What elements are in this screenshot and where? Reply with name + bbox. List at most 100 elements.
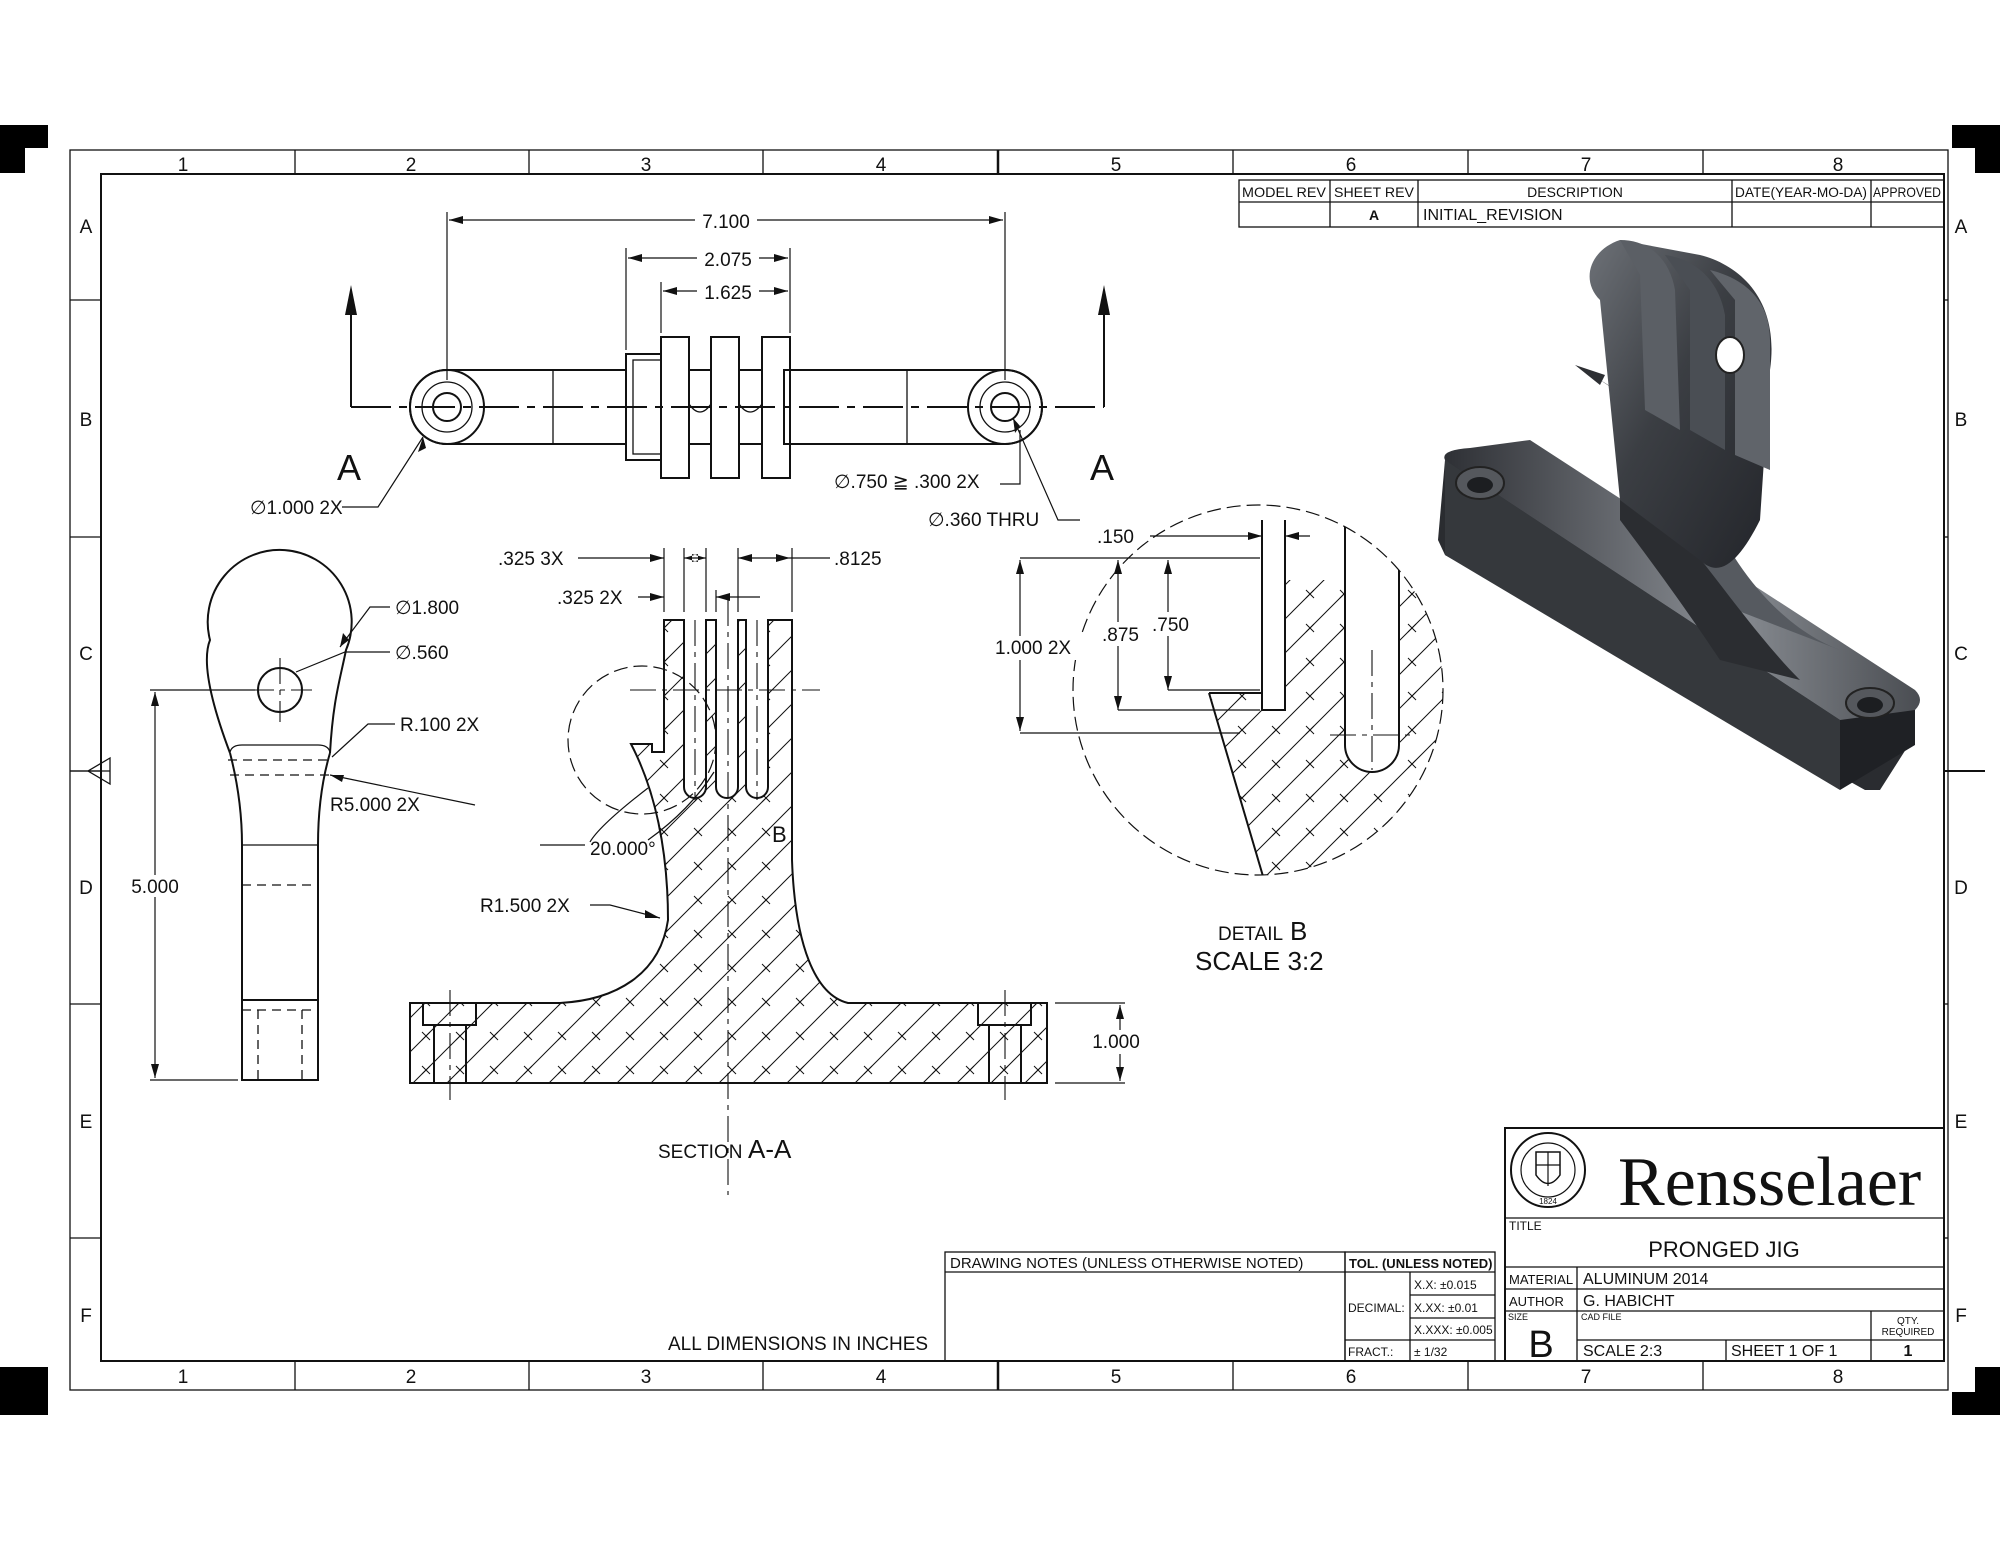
dim-detail-depth: .750 [1152, 615, 1189, 636]
row-label: C [79, 644, 93, 665]
row-label: D [1954, 878, 1968, 899]
dim-small-radius: R.100 2X [400, 715, 480, 736]
revision-table: MODEL REV SHEET REV DESCRIPTION DATE(YEA… [1238, 179, 1945, 228]
zone-grid [70, 150, 1948, 1390]
author-value: G. HABICHT [1583, 1293, 1675, 1310]
rev-header-date: DATE(YEAR-MO-DA) [1735, 184, 1867, 200]
rev-header-description: DESCRIPTION [1527, 184, 1623, 200]
top-view: A A 7.100 2.075 [250, 209, 1114, 531]
detail-marker: B [772, 822, 787, 847]
zone-labels: 1 2 3 4 5 6 7 8 1 2 3 4 5 6 7 8 A B C D … [79, 155, 1968, 1388]
size-value: B [1528, 1324, 1553, 1366]
isometric-view [1438, 240, 1920, 790]
detail-title-big: B [1290, 916, 1307, 946]
dim-bore-dia: ∅1.000 2X [250, 498, 343, 519]
rpi-seal-icon: 1824 [1510, 1132, 1586, 1208]
section-view: B SECTION A-A .325 3X .8125 .325 2X 20.0… [409, 548, 1150, 1195]
dim-detail-width: .150 [1097, 527, 1134, 548]
row-label: F [80, 1306, 92, 1327]
dim-fillet-radius: R1.500 2X [480, 896, 570, 917]
qty-label-1: QTY. [1897, 1316, 1919, 1327]
tol-x-xx: X.XX: ±0.01 [1414, 1301, 1478, 1315]
tolerance-block: TOL. (UNLESS NOTED) DECIMAL: X.X: ±0.015… [1344, 1251, 1496, 1362]
row-label: E [80, 1112, 93, 1133]
tol-fract-value: ± 1/32 [1414, 1345, 1448, 1359]
col-label: 1 [178, 155, 189, 176]
section-title-big: A-A [748, 1134, 792, 1164]
cad-file-label: CAD FILE [1581, 1312, 1622, 1322]
detail-view: 1.000 2X .875 .750 .150 DETAIL B SCALE 3… [994, 504, 1444, 976]
col-label: 8 [1833, 1367, 1844, 1388]
drawing-title: PRONGED JIG [1648, 1237, 1800, 1262]
material-value: ALUMINUM 2014 [1583, 1271, 1708, 1288]
row-label: E [1955, 1112, 1968, 1133]
col-label: 6 [1346, 155, 1357, 176]
dim-thru-hole: ∅.360 THRU [928, 510, 1039, 531]
row-label: B [80, 410, 93, 431]
row-label: B [1955, 410, 1968, 431]
col-label: 7 [1581, 1367, 1592, 1388]
col-label: 5 [1111, 155, 1122, 176]
row-label: F [1955, 1306, 1967, 1327]
tol-header: TOL. (UNLESS NOTED) [1349, 1256, 1492, 1271]
row-label: C [1954, 644, 1968, 665]
detail-title-small: DETAIL [1218, 924, 1283, 945]
col-label: 6 [1346, 1367, 1357, 1388]
centering-arrow-left [70, 756, 111, 786]
col-label: 2 [406, 155, 417, 176]
rev-header-sheet: SHEET REV [1334, 184, 1415, 200]
dim-base-height: 1.000 [1092, 1032, 1140, 1053]
dim-height: 5.000 [131, 877, 179, 898]
rev-header-model: MODEL REV [1242, 184, 1327, 200]
tol-fract-label: FRACT.: [1348, 1345, 1393, 1359]
qty-value: 1 [1904, 1343, 1913, 1360]
title-block: 1824 Rensselaer TITLE PRONGED JIG MATERI… [1504, 1127, 1945, 1366]
dim-prong-span: 2.075 [704, 250, 752, 271]
notes-footer: ALL DIMENSIONS IN INCHES [668, 1334, 928, 1355]
notes-header: DRAWING NOTES (UNLESS OTHERWISE NOTED) [950, 1255, 1303, 1272]
rev-header-approved: APPROVED [1873, 184, 1941, 200]
dim-large-radius: R5.000 2X [330, 795, 420, 816]
dim-prong-pitch: .8125 [834, 549, 882, 570]
notes-block: DRAWING NOTES (UNLESS OTHERWISE NOTED) A… [668, 1251, 1346, 1362]
size-label: SIZE [1508, 1312, 1528, 1322]
scale-value: SCALE 2:3 [1583, 1343, 1662, 1360]
col-label: 7 [1581, 155, 1592, 176]
dim-angle: 20.000° [590, 839, 656, 860]
material-label: MATERIAL [1509, 1272, 1573, 1287]
col-label: 8 [1833, 155, 1844, 176]
dim-prong-width: .325 3X [498, 549, 564, 570]
col-label: 3 [641, 155, 652, 176]
dim-counterbore: ∅.750 ≧ .300 2X [834, 472, 980, 493]
dim-prong-inner: 1.625 [704, 283, 752, 304]
registration-marks [0, 125, 2000, 1415]
rev-sheet-rev: A [1369, 207, 1379, 223]
col-label: 1 [178, 1367, 189, 1388]
institution-name: Rensselaer [1618, 1144, 1921, 1221]
dim-hole-dia: ∅.560 [395, 643, 449, 664]
dim-slot-width: .325 2X [557, 588, 623, 609]
tol-decimal-label: DECIMAL: [1348, 1301, 1405, 1315]
col-label: 3 [641, 1367, 652, 1388]
tol-x-x: X.X: ±0.015 [1414, 1278, 1477, 1292]
row-label: D [79, 878, 93, 899]
seal-year: 1824 [1539, 1197, 1557, 1206]
section-label-left: A [337, 447, 361, 488]
dim-detail-height: 1.000 2X [995, 638, 1071, 659]
rev-description: INITIAL_REVISION [1423, 207, 1563, 224]
col-label: 4 [876, 155, 887, 176]
col-label: 2 [406, 1367, 417, 1388]
row-label: A [1955, 217, 1968, 238]
dim-overall-length: 7.100 [702, 212, 750, 233]
dim-outer-dia: ∅1.800 [395, 598, 459, 619]
dim-detail-slot: .875 [1102, 625, 1139, 646]
tol-x-xxx: X.XXX: ±0.005 [1414, 1323, 1493, 1337]
sheet-value: SHEET 1 OF 1 [1731, 1343, 1838, 1360]
section-title-small: SECTION [658, 1142, 742, 1163]
title-label: TITLE [1509, 1219, 1542, 1233]
author-label: AUTHOR [1509, 1294, 1564, 1309]
col-label: 4 [876, 1367, 887, 1388]
side-view: 5.000 ∅1.800 ∅.560 R.100 2X R5.000 2X [128, 548, 480, 1081]
detail-scale: SCALE 3:2 [1195, 946, 1324, 976]
